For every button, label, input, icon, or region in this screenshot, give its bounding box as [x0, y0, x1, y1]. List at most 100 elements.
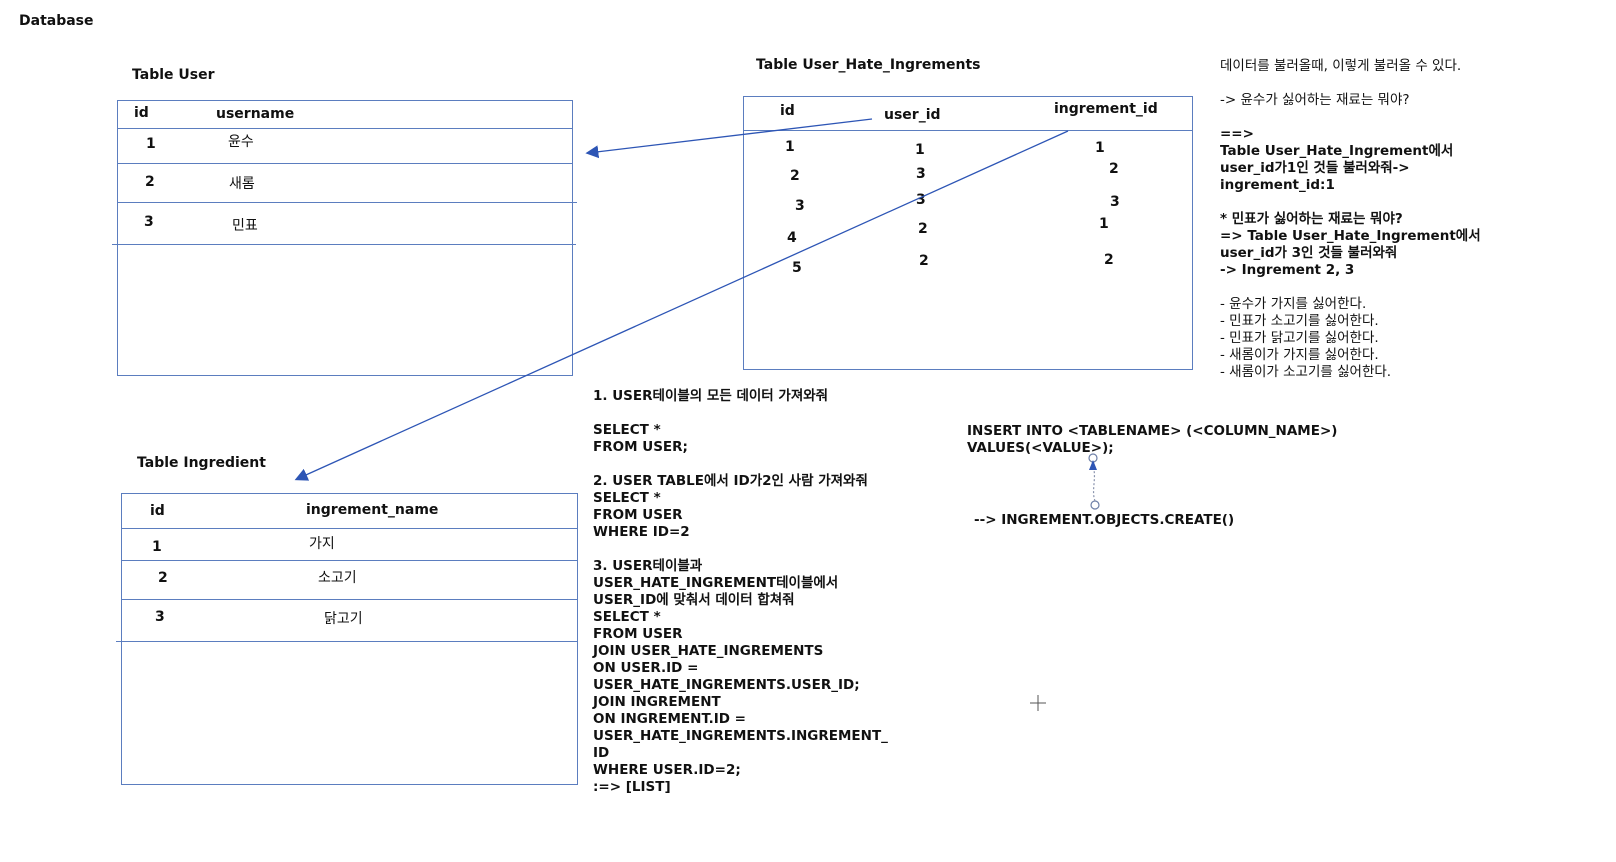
- table-uhi-row-3-id: 3: [795, 198, 805, 214]
- table-ingredient-row-2-id: 2: [158, 570, 168, 586]
- table-user-header-id: id: [134, 105, 149, 121]
- table-uhi-row-3-ingrement-id: 3: [1110, 194, 1120, 210]
- note-line: [1220, 279, 1481, 296]
- sql-line: FROM USER: [593, 626, 683, 642]
- note-line: [1220, 194, 1481, 211]
- sql-line: USER_HATE_INGREMENTS.USER_ID;: [593, 677, 860, 693]
- sql-line: 2. USER TABLE에서 ID가2인 사람 가져와줘: [593, 473, 868, 489]
- note-line: - 윤수가 가지를 싫어한다.: [1220, 296, 1367, 312]
- table-uhi-header-ingrement-id: ingrement_id: [1054, 101, 1158, 117]
- note-line: - 민표가 닭고기를 싫어한다.: [1220, 330, 1379, 346]
- table-uhi-row-4-user-id: 2: [918, 221, 928, 237]
- table-ingredient: id ingrement_name 1 가지 2 소고기 3 닭고기: [116, 493, 578, 785]
- note-line: [1220, 75, 1481, 92]
- table-user-divider: [117, 163, 573, 164]
- table-uhi-header-user-id: user_id: [884, 107, 941, 123]
- table-ingredient-divider: [121, 599, 578, 600]
- note-line: => Table User_Hate_Ingrement에서: [1220, 228, 1481, 244]
- table-uhi-row-1-ingrement-id: 1: [1095, 140, 1105, 156]
- note-line: - 새롬이가 가지를 싫어한다.: [1220, 347, 1379, 363]
- sql-line: WHERE ID=2: [593, 524, 690, 540]
- table-uhi-divider: [743, 130, 1193, 131]
- sql-line: FROM USER;: [593, 439, 688, 455]
- table-ingredient-row-3-name: 닭고기: [324, 611, 363, 627]
- insert-notes: INSERT INTO <TABLENAME> (<COLUMN_NAME>) …: [967, 423, 1337, 457]
- note-line: 데이터를 불러올때, 이렇게 불러올 수 있다.: [1220, 58, 1462, 74]
- sql-line: WHERE USER.ID=2;: [593, 762, 741, 778]
- table-ingredient-title: Table Ingredient: [137, 455, 266, 471]
- table-user-divider: [117, 128, 573, 129]
- sql-line: [593, 541, 888, 558]
- sql-line: USER_ID에 맞춰서 데이터 합쳐줘: [593, 592, 795, 608]
- table-ingredient-row-3-id: 3: [155, 609, 165, 625]
- table-uhi-row-2-user-id: 3: [916, 166, 926, 182]
- sql-line: FROM USER: [593, 507, 683, 523]
- table-ingredient-header-id: id: [150, 503, 165, 519]
- note-line: Table User_Hate_Ingrement에서: [1220, 143, 1454, 159]
- table-uhi-row-3-user-id: 3: [916, 192, 926, 208]
- table-ingredient-header-name: ingrement_name: [306, 502, 439, 518]
- page-title: Database: [19, 13, 94, 29]
- table-uhi-row-1-id: 1: [785, 139, 795, 155]
- table-ingredient-divider: [121, 560, 578, 561]
- note-line: - 새롬이가 소고기를 싫어한다.: [1220, 364, 1392, 380]
- note-line: ingrement_id:1: [1220, 177, 1335, 193]
- table-user-header-username: username: [216, 106, 295, 122]
- table-ingredient-row-1-id: 1: [152, 539, 162, 555]
- orm-link-arrowhead: [1089, 460, 1097, 470]
- right-notes: 데이터를 불러올때, 이렇게 불러올 수 있다. -> 윤수가 싫어하는 재료는…: [1220, 58, 1481, 381]
- sql-line: ON USER.ID =: [593, 660, 699, 676]
- note-line: * 민표가 싫어하는 재료는 뭐야?: [1220, 211, 1403, 227]
- insert-line: INSERT INTO <TABLENAME> (<COLUMN_NAME>): [967, 423, 1338, 439]
- note-line: [1220, 109, 1481, 126]
- table-user-row-3-id: 3: [144, 214, 154, 230]
- table-ingredient-divider: [121, 528, 578, 529]
- table-user-row-1-id: 1: [146, 136, 156, 152]
- note-line: ==>: [1220, 126, 1254, 142]
- table-ingredient-row-1-name: 가지: [309, 536, 335, 552]
- sql-line: [593, 456, 888, 473]
- table-uhi-row-4-ingrement-id: 1: [1099, 216, 1109, 232]
- sql-line: USER_HATE_INGREMENTS.INGREMENT_: [593, 728, 888, 744]
- sql-line: ON INGREMENT.ID =: [593, 711, 746, 727]
- sql-line: 3. USER테이블과: [593, 558, 703, 574]
- table-uhi-title: Table User_Hate_Ingrements: [756, 57, 981, 73]
- table-user: id username 1 윤수 2 새롬 3 민표: [112, 100, 577, 376]
- note-line: -> Ingrement 2, 3: [1220, 262, 1355, 278]
- table-ingredient-divider: [116, 641, 578, 642]
- table-user-row-2-id: 2: [145, 174, 155, 190]
- note-line: -> 윤수가 싫어하는 재료는 뭐야?: [1220, 92, 1410, 108]
- table-ingredient-row-2-name: 소고기: [318, 570, 357, 586]
- crosshair-cursor-icon: [1030, 695, 1046, 711]
- table-user-row-2-username: 새롬: [229, 176, 255, 192]
- sql-line: SELECT *: [593, 490, 661, 506]
- table-uhi-row-1-user-id: 1: [915, 142, 925, 158]
- table-uhi-row-5-user-id: 2: [919, 253, 929, 269]
- sql-line: JOIN INGREMENT: [593, 694, 721, 710]
- table-user-divider: [117, 202, 577, 203]
- table-uhi-row-4-id: 4: [787, 230, 797, 246]
- sql-line: JOIN USER_HATE_INGREMENTS: [593, 643, 824, 659]
- orm-link-line: [1092, 465, 1096, 502]
- insert-line: VALUES(<VALUE>);: [967, 440, 1114, 456]
- sql-line: [593, 405, 888, 422]
- sql-line: SELECT *: [593, 422, 661, 438]
- note-line: user_id가 3인 것들 불러와줘: [1220, 245, 1398, 261]
- table-user-row-3-username: 민표: [232, 218, 258, 234]
- table-uhi-row-2-id: 2: [790, 168, 800, 184]
- sql-line: ID: [593, 745, 610, 761]
- table-user-divider: [112, 244, 576, 245]
- sql-line: USER_HATE_INGREMENT테이블에서: [593, 575, 839, 591]
- orm-link-end-circle: [1090, 500, 1100, 510]
- orm-note: --> INGREMENT.OBJECTS.CREATE(): [974, 512, 1235, 528]
- sql-line: 1. USER테이블의 모든 데이터 가져와줘: [593, 388, 829, 404]
- table-uhi-row-5-id: 5: [792, 260, 802, 276]
- table-uhi-row-5-ingrement-id: 2: [1104, 252, 1114, 268]
- note-line: user_id가1인 것들 불러와줘->: [1220, 160, 1410, 176]
- table-user-row-1-username: 윤수: [228, 134, 254, 150]
- note-line: - 민표가 소고기를 싫어한다.: [1220, 313, 1379, 329]
- table-uhi: id user_id ingrement_id 1 1 1 2 3 2 3 3 …: [743, 96, 1193, 370]
- table-uhi-header-id: id: [780, 103, 795, 119]
- table-uhi-row-2-ingrement-id: 2: [1109, 161, 1119, 177]
- sql-notes: 1. USER테이블의 모든 데이터 가져와줘 SELECT * FROM US…: [593, 388, 888, 796]
